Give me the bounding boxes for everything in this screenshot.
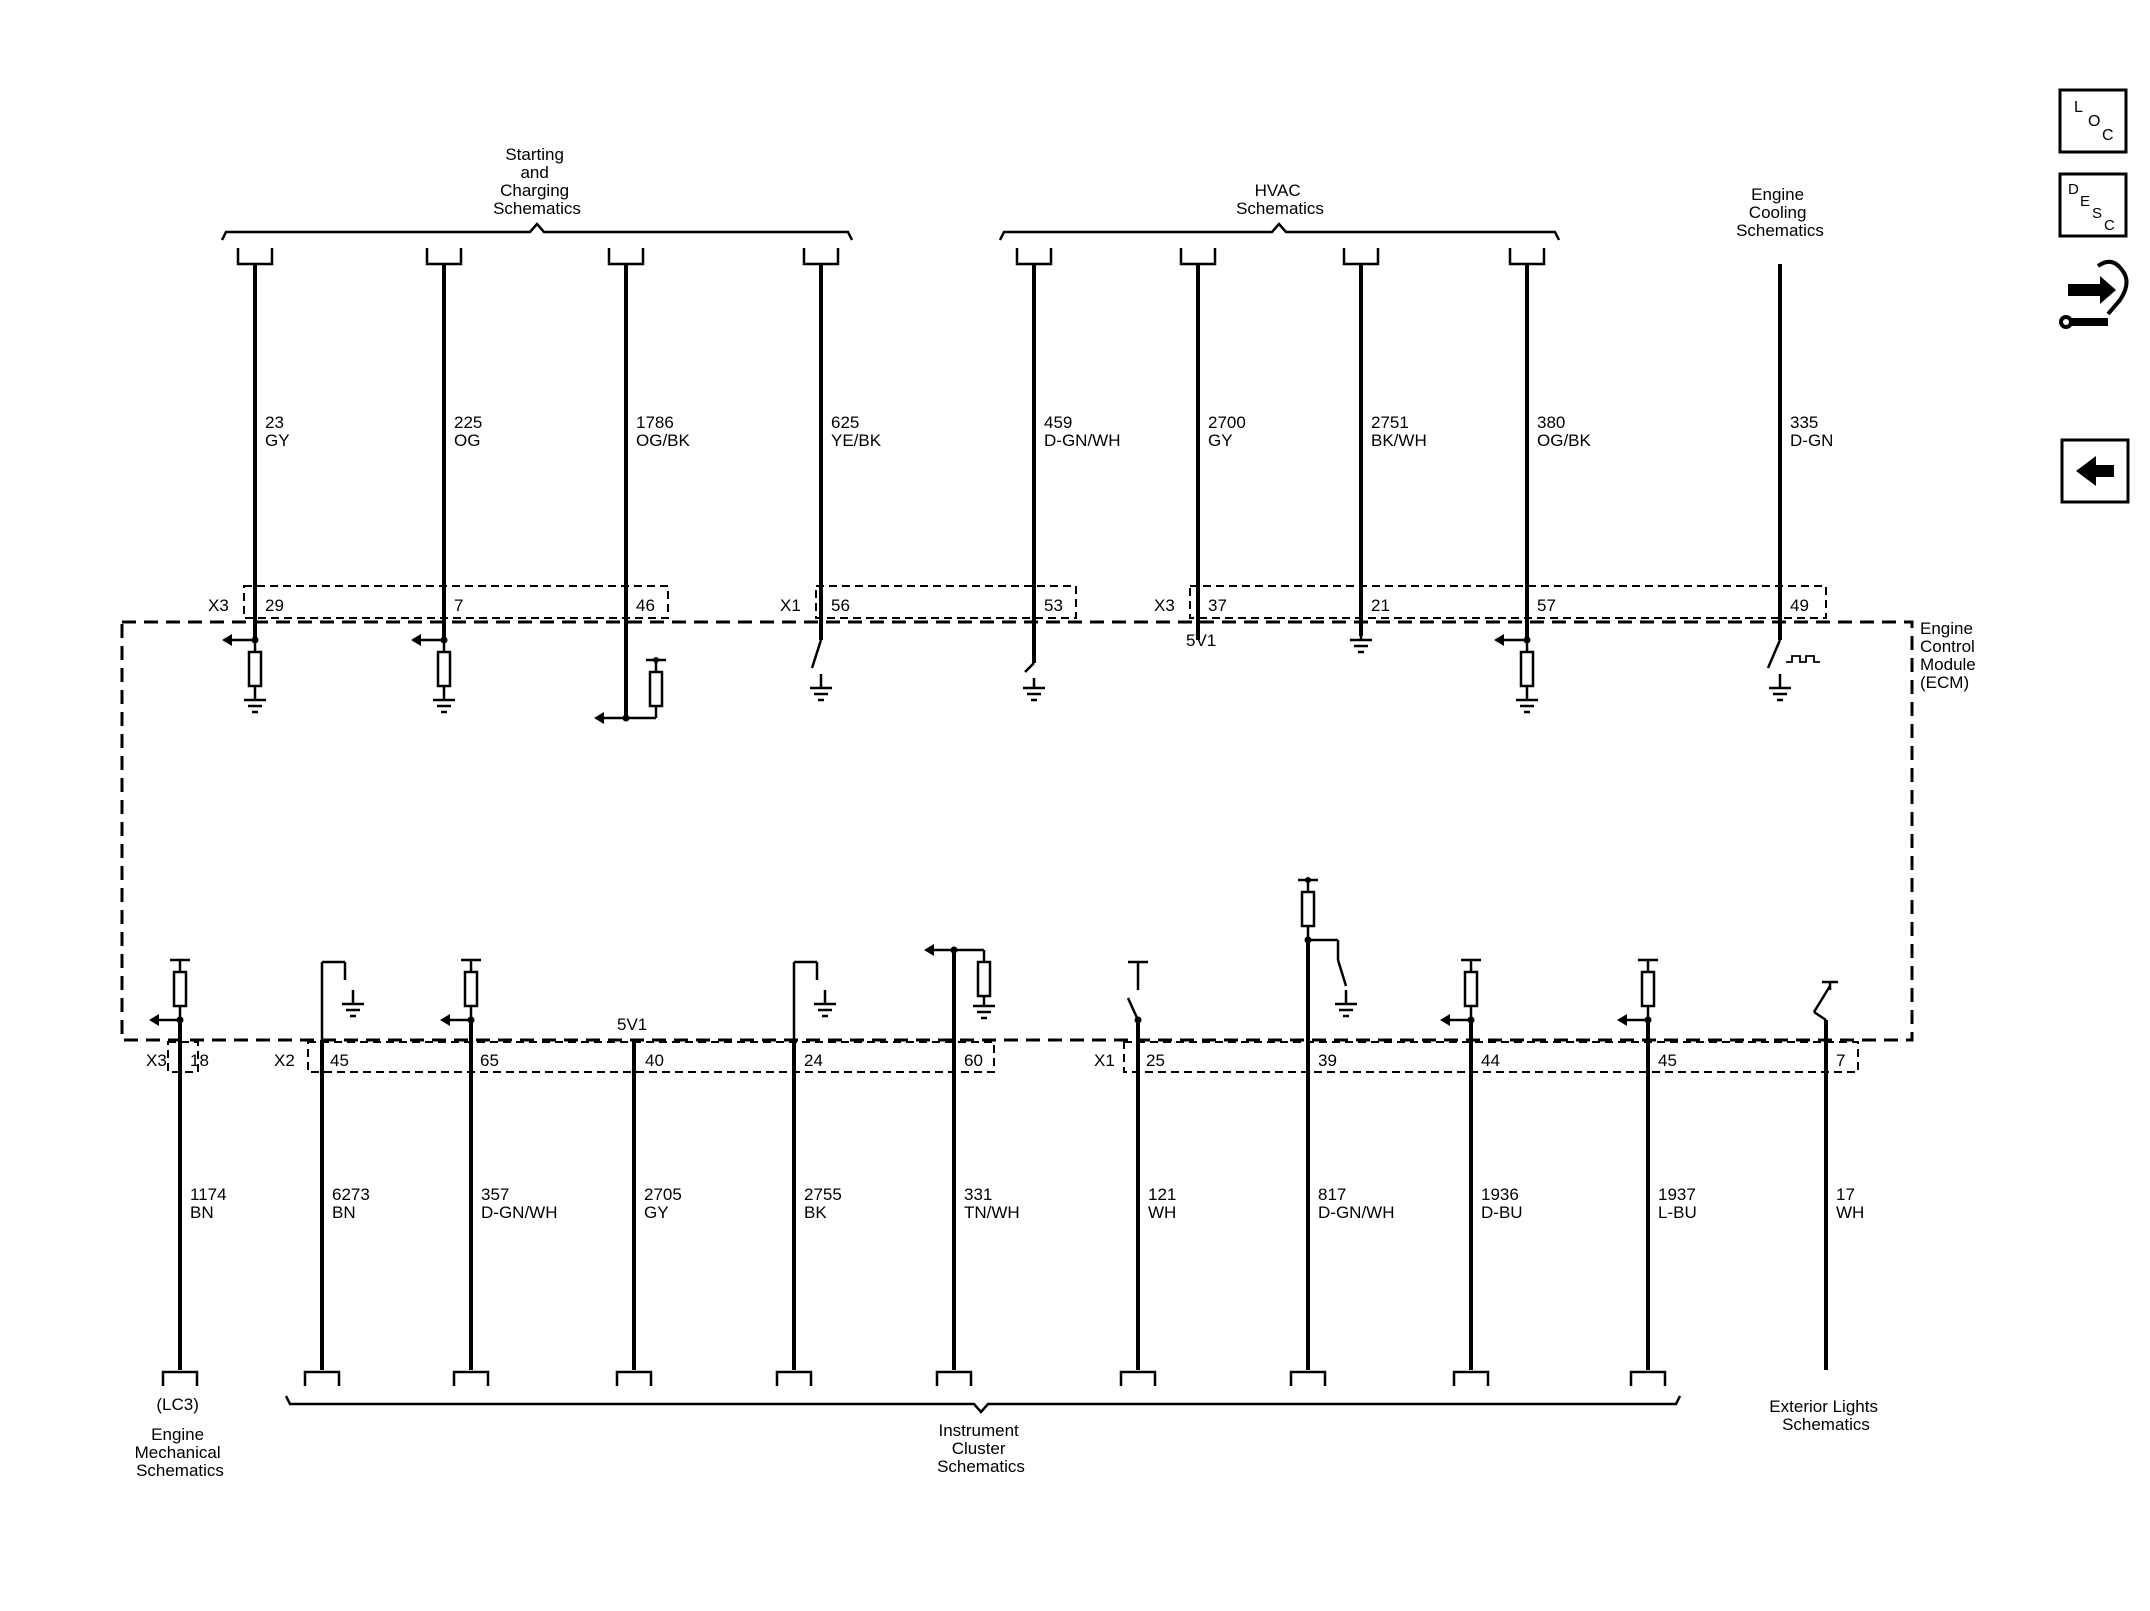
bottom-terminals	[161, 1370, 1667, 1386]
pin-56: 56	[831, 596, 850, 615]
pin-46: 46	[636, 596, 655, 615]
pin-40: 40	[645, 1051, 664, 1070]
group-title-exterior: Exterior Lights Schematics	[1769, 1397, 1882, 1434]
pin-18: 18	[190, 1051, 209, 1070]
svg-text:S: S	[2092, 205, 2102, 222]
pin-45-x2: 45	[330, 1051, 349, 1070]
connector-x3-top-a: X3	[208, 596, 229, 615]
svg-text:C: C	[2102, 127, 2114, 144]
top-connector-boxes	[243, 585, 1827, 619]
ecm-module-outline	[120, 620, 1914, 1042]
top-terminals	[236, 248, 1546, 266]
top-wires	[253, 264, 1782, 718]
brace-starting	[220, 222, 854, 241]
group-title-cooling: Engine Cooling Schematics	[1736, 185, 1824, 240]
module-label: Engine Control Module (ECM)	[1920, 619, 1981, 692]
desc-icon[interactable]: D E S C	[2058, 172, 2128, 238]
group-title-starting: Starting and Charging Schematics	[493, 145, 581, 218]
pin-53: 53	[1044, 596, 1063, 615]
bottom-internal-circuits: 5V1	[149, 877, 1838, 1040]
group-title-mechanical: (LC3) Engine Mechanical Schematics	[135, 1395, 226, 1480]
label-5v1-bottom: 5V1	[617, 1015, 647, 1034]
svg-text:C: C	[2104, 217, 2115, 234]
label-5v1-top: 5V1	[1186, 631, 1216, 650]
pin-29: 29	[265, 596, 284, 615]
bottom-wires	[178, 940, 1828, 1370]
pin-21: 21	[1371, 596, 1390, 615]
pin-39: 39	[1318, 1051, 1337, 1070]
pin-45-x1: 45	[1658, 1051, 1677, 1070]
connector-x2-bottom: X2	[274, 1051, 295, 1070]
connector-x1-top: X1	[780, 596, 801, 615]
svg-text:O: O	[2088, 113, 2100, 130]
connector-x3-bottom: X3	[146, 1051, 167, 1070]
loc-icon[interactable]: L O C	[2058, 88, 2128, 154]
svg-text:D: D	[2068, 181, 2079, 198]
pin-57: 57	[1537, 596, 1556, 615]
hand-wrench-icon[interactable]	[2059, 259, 2129, 329]
pin-37: 37	[1208, 596, 1227, 615]
pin-7-top: 7	[454, 596, 463, 615]
group-title-cluster: Instrument Cluster Schematics	[937, 1421, 1025, 1476]
brace-hvac	[998, 222, 1561, 241]
pin-49: 49	[1790, 596, 1809, 615]
pin-7-bottom: 7	[1836, 1051, 1845, 1070]
pin-25: 25	[1146, 1051, 1165, 1070]
connector-x1-bottom: X1	[1094, 1051, 1115, 1070]
top-internal-circuits: 5V1	[222, 631, 1820, 724]
pin-44: 44	[1481, 1051, 1500, 1070]
pin-65: 65	[480, 1051, 499, 1070]
pin-24: 24	[804, 1051, 823, 1070]
back-arrow-icon[interactable]	[2060, 438, 2130, 504]
svg-text:E: E	[2080, 193, 2090, 210]
pin-60: 60	[964, 1051, 983, 1070]
group-title-hvac: HVAC Schematics	[1236, 181, 1324, 218]
connector-x3-top-b: X3	[1154, 596, 1175, 615]
bottom-connector-boxes	[167, 1041, 1859, 1073]
brace-cluster	[284, 1395, 1682, 1414]
svg-text:L: L	[2074, 99, 2083, 116]
